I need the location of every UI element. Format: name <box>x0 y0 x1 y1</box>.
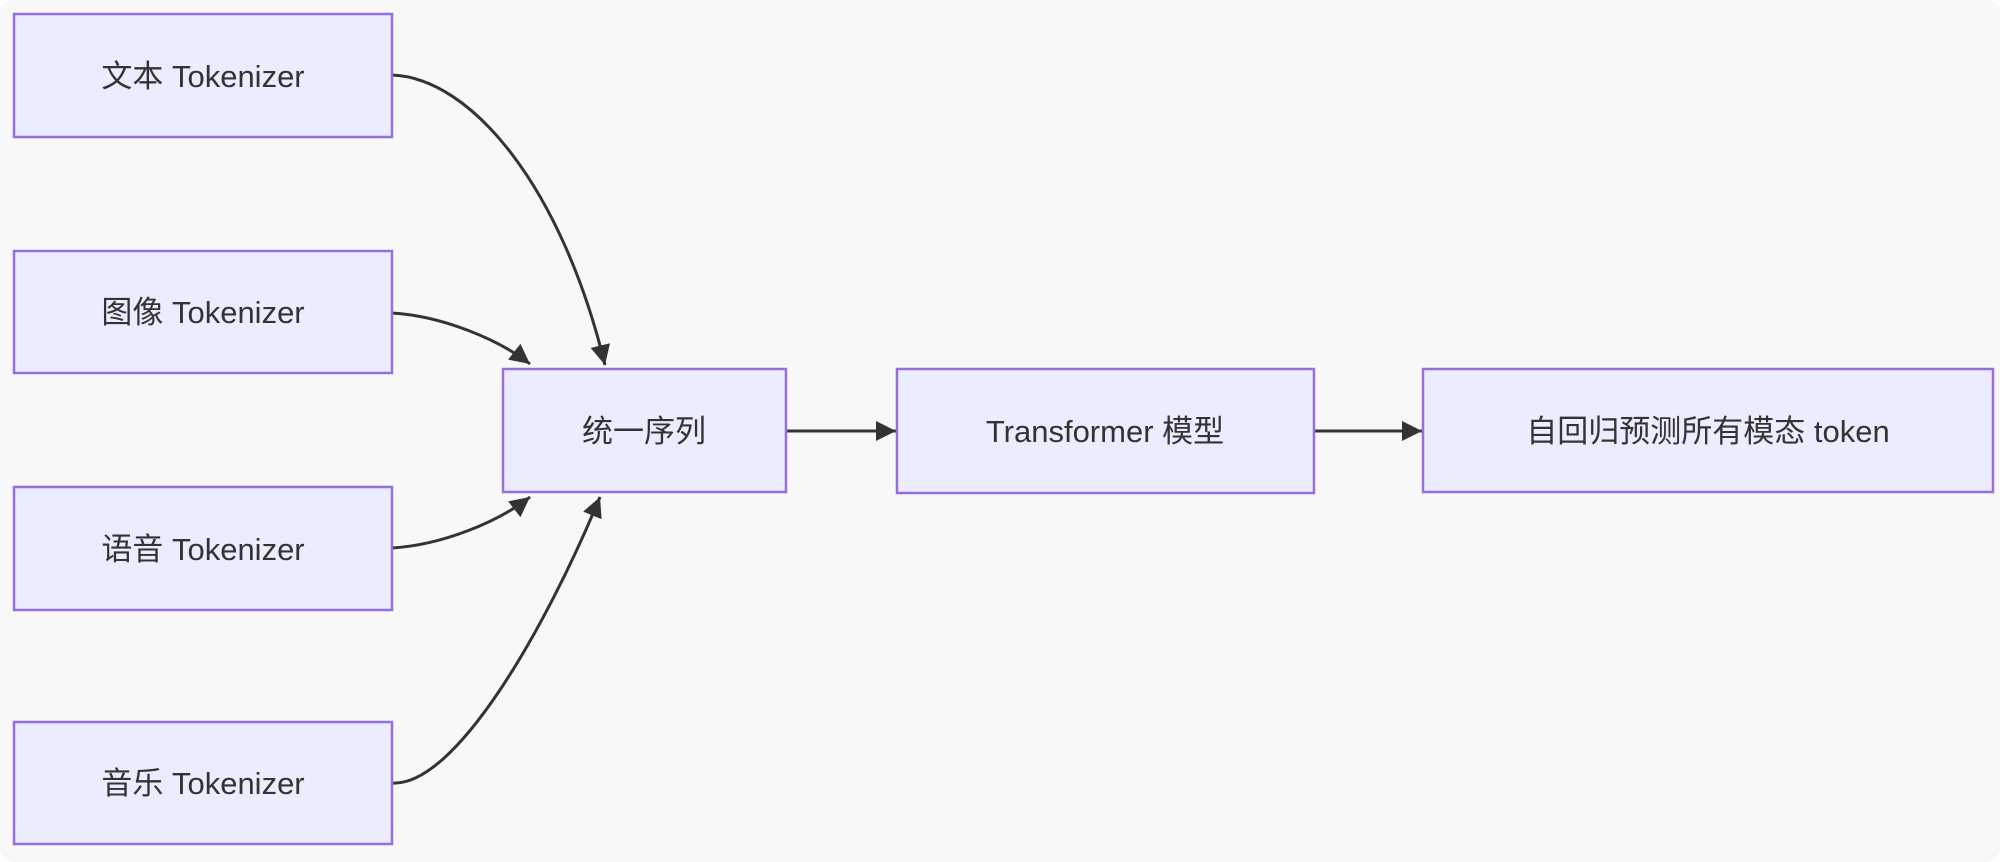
node-text-tokenizer-label: 文本 Tokenizer <box>101 59 304 94</box>
node-autoregressive-predict-box <box>1421 367 1995 494</box>
edge-image-tokenizer-to-unified-sequence <box>391 311 531 366</box>
edges-layer <box>391 73 1422 785</box>
edge-speech-tokenizer-to-unified-sequence <box>391 495 531 550</box>
node-unified-sequence: 统一序列 <box>501 367 788 494</box>
node-text-tokenizer-box <box>12 12 394 139</box>
node-unified-sequence-box <box>501 367 788 494</box>
node-speech-tokenizer-box <box>12 485 394 612</box>
node-speech-tokenizer-label: 语音 Tokenizer <box>101 532 304 567</box>
node-transformer-model-box <box>895 367 1316 495</box>
node-unified-sequence-label: 统一序列 <box>582 414 706 449</box>
node-text-tokenizer: 文本 Tokenizer <box>12 12 394 139</box>
node-autoregressive-predict-label: 自回归预测所有模态 token <box>1526 414 1889 449</box>
node-music-tokenizer: 音乐 Tokenizer <box>12 720 394 846</box>
node-music-tokenizer-label: 音乐 Tokenizer <box>101 766 304 801</box>
node-transformer-model-label: Transformer 模型 <box>986 414 1224 449</box>
node-autoregressive-predict: 自回归预测所有模态 token <box>1421 367 1995 494</box>
nodes-layer: 文本 Tokenizer 图像 Tokenizer 语音 Tokenizer 音… <box>12 12 1995 846</box>
node-speech-tokenizer: 语音 Tokenizer <box>12 485 394 612</box>
node-image-tokenizer-box <box>12 249 394 375</box>
node-music-tokenizer-box <box>12 720 394 846</box>
edge-music-tokenizer-to-unified-sequence <box>391 496 602 785</box>
edge-text-tokenizer-to-unified-sequence <box>391 73 610 366</box>
node-image-tokenizer: 图像 Tokenizer <box>12 249 394 375</box>
node-transformer-model: Transformer 模型 <box>895 367 1316 495</box>
node-image-tokenizer-label: 图像 Tokenizer <box>101 295 304 330</box>
